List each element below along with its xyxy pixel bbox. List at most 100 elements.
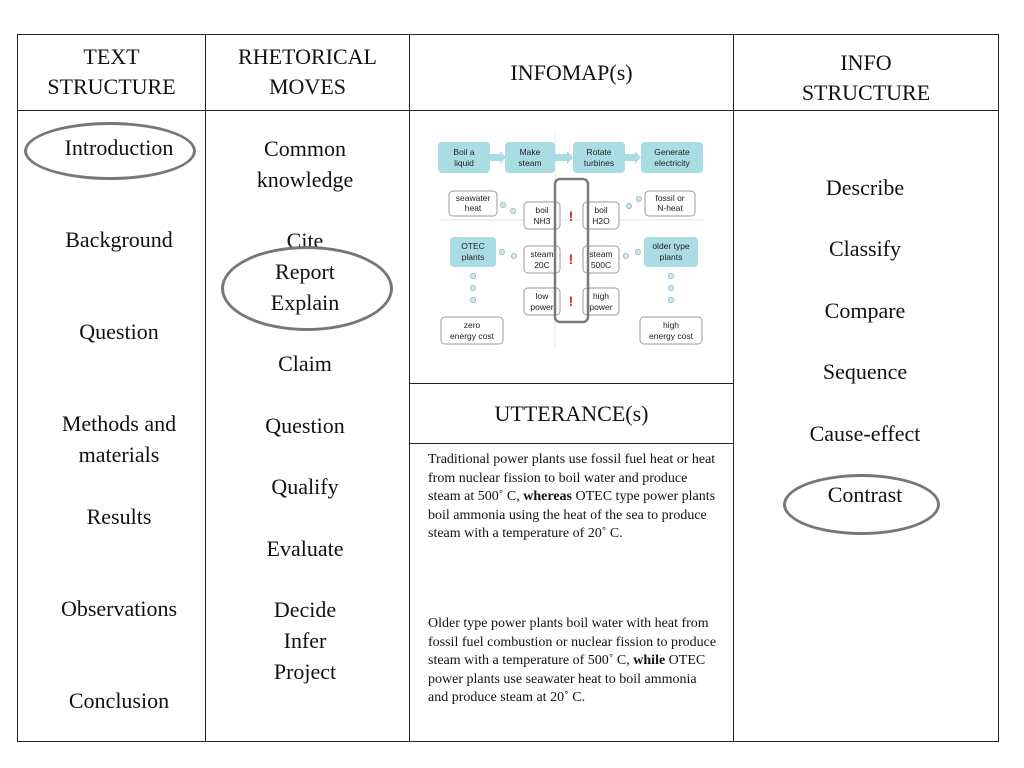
- svg-text:heat: heat: [465, 203, 482, 213]
- text-structure-results: Results: [86, 504, 152, 529]
- utterance-bottom-divider: [409, 443, 734, 444]
- header-line: RHETORICAL: [238, 44, 377, 69]
- utterance-2-connective: while: [633, 653, 666, 669]
- utterance-2-part-1: Older type power plants boil water with …: [428, 616, 717, 669]
- header-line: STRUCTURE: [47, 74, 176, 99]
- text-structure-conclusion: Conclusion: [68, 688, 170, 713]
- box-steam-20c: steam 20C: [523, 245, 561, 274]
- text-structure-observations: Observations: [60, 596, 178, 621]
- utterance-2-part-2: OTEC power plants use seawater heat to b…: [428, 653, 706, 706]
- box-otec-plants: OTEC plants: [450, 237, 496, 267]
- svg-text:Make: Make: [520, 147, 541, 157]
- column-divider-3: [733, 34, 734, 742]
- box-seawater-heat: seawater heat: [448, 190, 498, 217]
- table-border-left: [17, 34, 18, 742]
- move-question: Question: [265, 413, 345, 438]
- svg-text:H2O: H2O: [592, 216, 610, 226]
- svg-text:low: low: [536, 291, 550, 301]
- svg-text:Boil a: Boil a: [453, 147, 475, 157]
- svg-text:fossil or: fossil or: [655, 193, 684, 203]
- header-line: MOVES: [268, 74, 346, 99]
- header-line: TEXT: [83, 44, 140, 69]
- svg-text:liquid: liquid: [454, 158, 474, 168]
- text-structure-background: Background: [65, 227, 173, 252]
- text-structure-methods: Methods and: [61, 411, 177, 436]
- box-steam-500c: steam 500C: [582, 245, 620, 274]
- svg-text:steam: steam: [530, 249, 553, 259]
- info-classify: Classify: [828, 236, 902, 261]
- move-claim: Claim: [278, 351, 332, 376]
- svg-text:boil: boil: [535, 205, 548, 215]
- header-line: STRUCTURE: [801, 80, 931, 105]
- move-project: Project: [273, 659, 337, 684]
- arrow-2: [555, 151, 573, 164]
- box-boil-nh3: boil NH3: [523, 201, 561, 230]
- svg-text:high: high: [593, 291, 609, 301]
- infomap-diagram: Boil a liquid Make steam Rotate turbines…: [438, 133, 705, 349]
- table-border-bottom: [17, 741, 999, 742]
- move-infer: Infer: [283, 628, 327, 653]
- arrow-1: [490, 151, 506, 164]
- contrast-highlight-box: [553, 177, 590, 324]
- info-compare: Compare: [824, 298, 906, 323]
- utterance-1-part-1: Traditional power plants use fossil fuel…: [428, 452, 716, 505]
- header-utterance: UTTERANCE(s): [410, 399, 733, 429]
- box-fossil-n-heat: fossil or N-heat: [644, 190, 696, 217]
- arrow-3: [625, 151, 641, 164]
- header-text-structure: TEXT STRUCTURE: [18, 42, 205, 102]
- move-evaluate: Evaluate: [266, 536, 344, 561]
- svg-text:steam: steam: [589, 249, 612, 259]
- highlight-ellipse-contrast: [783, 474, 940, 535]
- svg-text:Generate: Generate: [654, 147, 690, 157]
- box-high-energy-cost: high energy cost: [639, 316, 703, 345]
- text-structure-materials: materials: [78, 442, 160, 467]
- svg-text:NH3: NH3: [533, 216, 550, 226]
- svg-text:power: power: [589, 302, 612, 312]
- header-line: INFOMAP(s): [510, 60, 633, 85]
- svg-text:plants: plants: [660, 252, 683, 262]
- text-structure-question: Question: [79, 319, 159, 344]
- connector-dots: [470, 196, 674, 303]
- utterance-2: Older type power plants boil water with …: [428, 615, 718, 708]
- svg-text:energy cost: energy cost: [649, 331, 694, 341]
- header-info-structure: INFO STRUCTURE: [734, 48, 998, 108]
- info-sequence: Sequence: [822, 359, 908, 384]
- svg-text:zero: zero: [464, 320, 481, 330]
- contrast-mark-1: !: [569, 208, 574, 224]
- header-row-divider: [17, 110, 999, 111]
- highlight-ellipse-report-explain: [221, 246, 393, 331]
- box-boil-h2o: boil H2O: [582, 201, 620, 230]
- move-decide: Decide: [273, 597, 337, 622]
- header-infomap: INFOMAP(s): [410, 58, 733, 88]
- svg-text:N-heat: N-heat: [657, 203, 683, 213]
- column-divider-1: [205, 34, 206, 742]
- move-qualify: Qualify: [271, 474, 339, 499]
- svg-text:power: power: [530, 302, 553, 312]
- process-box-rotate-turbines: Rotate turbines: [573, 142, 625, 173]
- process-box-generate-electricity: Generate electricity: [641, 142, 703, 173]
- svg-text:older type: older type: [652, 241, 690, 251]
- svg-text:turbines: turbines: [584, 158, 614, 168]
- process-box-make-steam: Make steam: [505, 142, 555, 173]
- svg-text:OTEC: OTEC: [461, 241, 485, 251]
- svg-text:boil: boil: [594, 205, 607, 215]
- table-border-top: [17, 34, 999, 35]
- svg-text:seawater: seawater: [456, 193, 491, 203]
- header-rhetorical-moves: RHETORICAL MOVES: [206, 42, 409, 102]
- info-describe: Describe: [825, 175, 905, 200]
- table-border-right: [998, 34, 999, 742]
- process-box-boil-liquid: Boil a liquid: [438, 142, 490, 173]
- utterance-1: Traditional power plants use fossil fuel…: [428, 451, 718, 544]
- utterance-1-part-2: OTEC type power plants boil ammonia usin…: [428, 489, 716, 542]
- header-line: INFO: [840, 50, 892, 75]
- svg-text:plants: plants: [462, 252, 485, 262]
- utterance-top-divider: [409, 383, 734, 384]
- box-zero-energy-cost: zero energy cost: [440, 316, 504, 345]
- move-common: Common: [264, 136, 346, 161]
- contrast-mark-3: !: [569, 293, 574, 309]
- box-high-power: high power: [582, 287, 620, 316]
- header-line: UTTERANCE(s): [494, 401, 649, 426]
- svg-text:steam: steam: [518, 158, 541, 168]
- svg-text:electricity: electricity: [654, 158, 690, 168]
- svg-text:Rotate: Rotate: [586, 147, 611, 157]
